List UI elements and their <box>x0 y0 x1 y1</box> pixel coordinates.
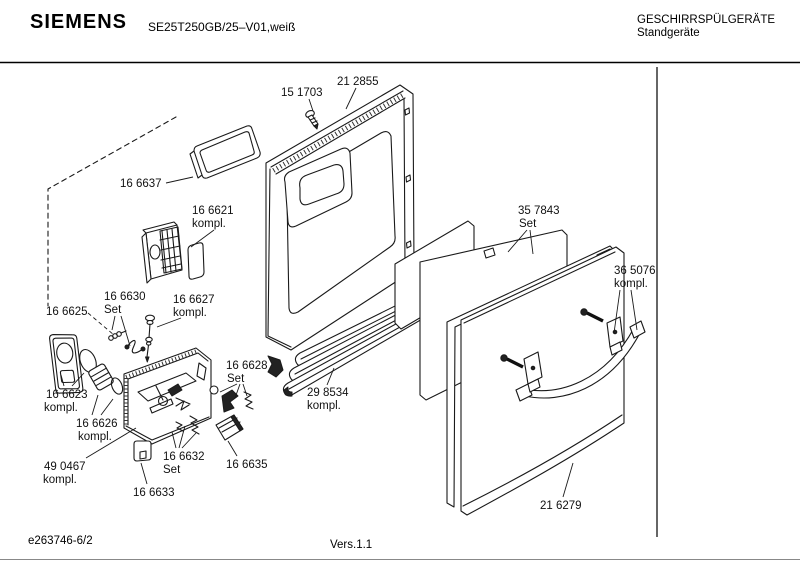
dispenser-small-parts-drawing <box>133 385 254 462</box>
part-qualifier: kompl. <box>307 400 341 412</box>
part-qualifier: Set <box>104 304 122 316</box>
inner-door-drawing <box>265 84 415 351</box>
part-label: 16 6627 <box>173 294 215 306</box>
latch-small-parts-drawing <box>108 314 156 363</box>
part-label: 15 1703 <box>281 87 323 99</box>
handle-screw-icon-2 <box>580 308 604 323</box>
part-qualifier: kompl. <box>614 278 648 290</box>
model-number: SE25T250GB/25–V01,weiß <box>148 20 296 34</box>
part-label: 16 6630 <box>104 291 146 303</box>
construction-lines <box>47 116 177 307</box>
part-qualifier: kompl. <box>43 474 77 486</box>
version-label: Vers.1.1 <box>330 539 373 551</box>
part-qualifier: kompl. <box>78 431 112 443</box>
part-qualifier: Set <box>519 218 537 230</box>
part-qualifier: kompl. <box>192 218 226 230</box>
part-label: 21 2855 <box>337 76 379 88</box>
part-label: 16 6632 <box>163 451 205 463</box>
control-module-drawing <box>141 221 205 284</box>
part-labels: 15 1703 21 2855 16 6637 16 6621 kompl. 1… <box>43 76 656 512</box>
part-label: 16 6626 <box>76 418 118 430</box>
door-lock-parts-drawing <box>49 333 124 395</box>
screw-drawing <box>305 109 319 130</box>
part-label: 16 6637 <box>120 178 162 190</box>
part-label: 49 0467 <box>44 461 86 473</box>
part-label: 16 6635 <box>226 459 268 471</box>
brand-logo: SIEMENS <box>30 11 128 33</box>
appliance-category: GESCHIRRSPÜLGERÄTE Standgeräte <box>637 14 775 40</box>
part-qualifier: Set <box>227 373 245 385</box>
document-number: e263746-6/2 <box>28 535 93 547</box>
part-label: 36 5076 <box>614 265 656 277</box>
part-label: 16 6628 <box>226 360 268 372</box>
category-line1: GESCHIRRSPÜLGERÄTE <box>637 14 776 26</box>
part-label: 16 6623 <box>46 389 88 401</box>
detergent-dispenser-drawing <box>123 347 212 445</box>
part-label: 21 6279 <box>540 500 582 512</box>
part-label: 35 7843 <box>518 205 560 217</box>
part-label: 16 6621 <box>192 205 234 217</box>
category-line2: Standgeräte <box>637 27 700 39</box>
part-qualifier: Set <box>163 464 181 476</box>
handle-screw-icon <box>500 354 524 369</box>
page-rules <box>0 61 800 560</box>
part-label: 16 6625 <box>46 306 88 318</box>
part-qualifier: kompl. <box>44 402 78 414</box>
part-label: 16 6633 <box>133 487 175 499</box>
leader-lines <box>60 87 638 498</box>
part-qualifier: kompl. <box>173 307 207 319</box>
part-label: 29 8534 <box>307 387 349 399</box>
window-frame-drawing <box>189 125 261 179</box>
door-handle-drawing <box>500 308 646 402</box>
